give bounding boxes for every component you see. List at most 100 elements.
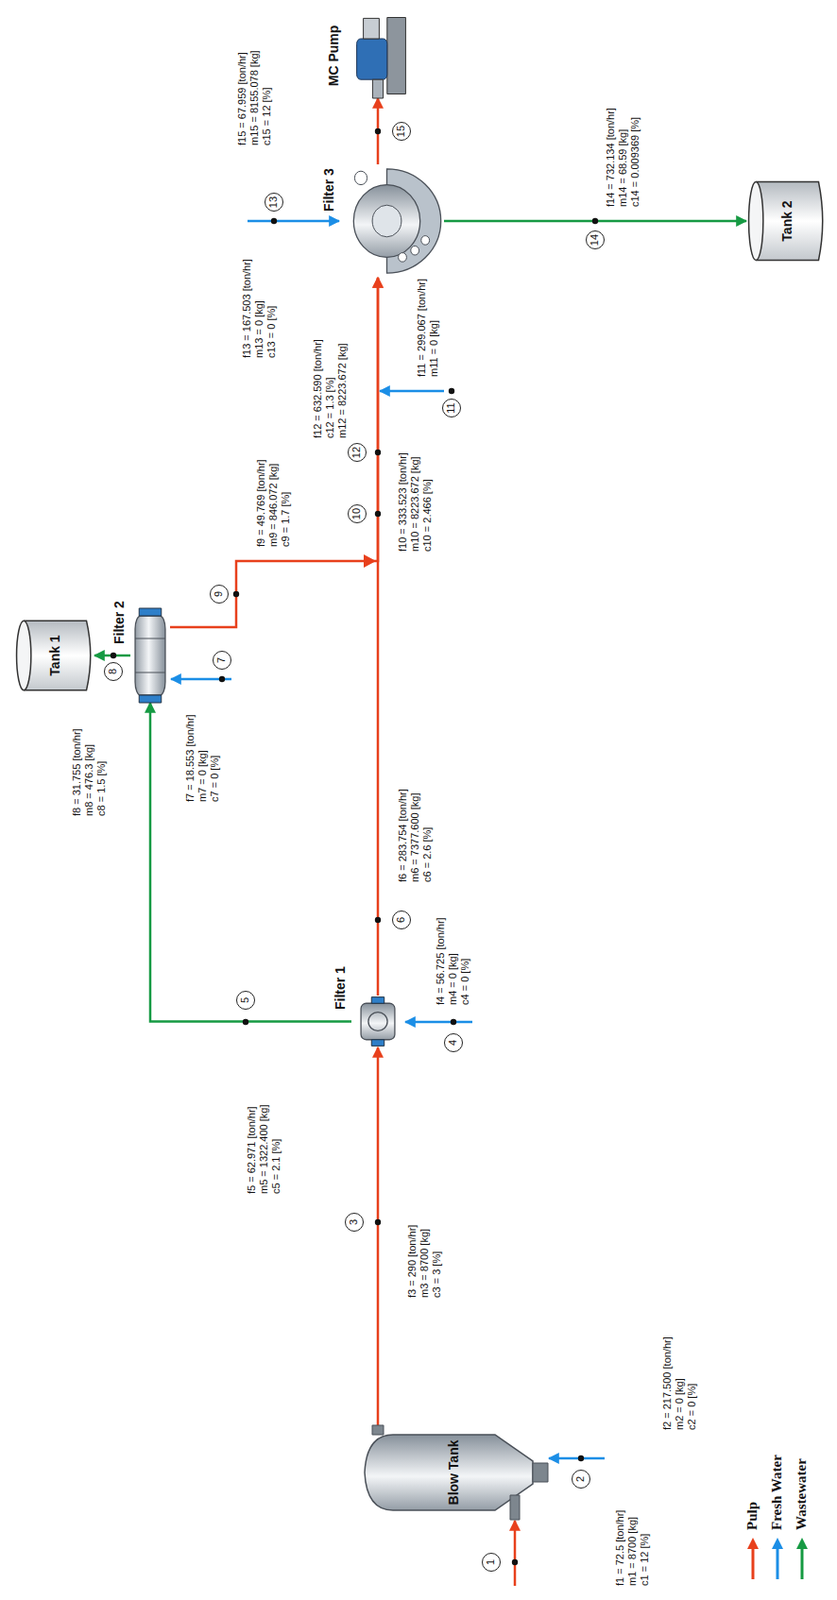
- stream-4-arrow: [405, 1021, 473, 1025]
- stream-dot: [242, 1019, 249, 1025]
- mc-pump-icon: [344, 13, 411, 99]
- filter-2: Filter 2: [130, 608, 171, 703]
- blow-tank: Blow Tank: [358, 1425, 548, 1521]
- stream-value: f8 = 31.755 [ton/hr]: [70, 728, 84, 817]
- stream-value: m1 = 8700 [kg]: [626, 1517, 639, 1587]
- stream-value: m6 = 7377.600 [kg]: [409, 793, 422, 883]
- stream-value: f13 = 167.503 [ton/hr]: [240, 258, 254, 359]
- stream-value: c8 = 1.5 [%]: [95, 761, 108, 817]
- callout-number: 2: [571, 1469, 591, 1489]
- equipment-label: Tank 2: [779, 191, 795, 252]
- stream-1-arrow: [513, 1520, 517, 1587]
- pulp-line: [376, 1047, 380, 1426]
- stream-value: c7 = 0 [%]: [208, 755, 222, 803]
- stream-value: c9 = 1.7 [%]: [279, 492, 292, 547]
- filter-2-icon: [130, 608, 171, 703]
- stream-dot: [110, 652, 117, 659]
- stream-value: m14 = 68.59 [kg]: [616, 129, 630, 207]
- equipment-label: Filter 1: [332, 966, 348, 1010]
- stream-value: f10 = 333.523 [ton/hr]: [396, 452, 410, 552]
- legend-entry: Wastewater: [793, 1458, 810, 1582]
- stream-value: m10 = 8223.672 [kg]: [409, 456, 422, 552]
- stream-value: m13 = 0 [kg]: [253, 300, 266, 359]
- legend-entry: Fresh Water: [768, 1454, 786, 1582]
- equipment-label: Tank 1: [47, 629, 63, 683]
- callout-number: 6: [392, 910, 411, 930]
- stream-value: f4 = 56.725 [ton/hr]: [434, 917, 447, 1006]
- stream-dot: [375, 917, 381, 923]
- legend-arrow: [745, 1537, 761, 1582]
- stream-value: c4 = 0 [%]: [459, 958, 472, 1006]
- stream-dot: [375, 449, 381, 456]
- wastewater-line: [150, 702, 352, 1023]
- stream-value: m7 = 0 [kg]: [196, 750, 209, 803]
- stream-dot: [592, 218, 598, 224]
- stream-13-arrow: [247, 220, 340, 223]
- filter-1-icon: [351, 995, 405, 1048]
- filter-3: Filter 3: [340, 164, 445, 278]
- stream-value: c2 = 0 [%]: [685, 1383, 699, 1431]
- stream-value: m11 = 0 [kg]: [427, 320, 441, 377]
- stream-value: f15 = 67.959 [ton/hr]: [236, 51, 249, 146]
- callout-number: 15: [392, 121, 411, 141]
- stream-dot: [219, 676, 225, 683]
- stream-value: c12 = 1.3 [%]: [324, 376, 337, 439]
- stream-value: c6 = 2.6 [%]: [421, 827, 434, 883]
- stream-value: f14 = 732.134 [ton/hr]: [604, 107, 617, 207]
- stream-dot: [375, 1219, 381, 1226]
- merge-arrowhead: [363, 554, 376, 568]
- callout-number: 13: [264, 192, 284, 212]
- callout-number: 8: [103, 662, 123, 682]
- equipment-label: MC Pump: [325, 25, 342, 87]
- legend-text: Pulp: [744, 1502, 761, 1531]
- filter-3-icon: [340, 164, 445, 278]
- stream-value: c5 = 2.1 [%]: [270, 1139, 283, 1195]
- stream-value: c15 = 12 [%]: [260, 87, 274, 146]
- stream-value: f12 = 632.590 [ton/hr]: [311, 339, 325, 439]
- stream-dot: [271, 218, 277, 224]
- stream-dot: [578, 1455, 584, 1462]
- stream-value: f1 = 72.5 [ton/hr]: [614, 1510, 627, 1587]
- stream-value: m12 = 8223.672 [kg]: [336, 342, 349, 439]
- stream-value: c14 = 0.009369 [%]: [629, 117, 642, 207]
- fresh-water-and-feed-arrows: [170, 221, 605, 1587]
- mc-pump: MC Pump: [344, 13, 411, 99]
- stream-dot: [233, 591, 240, 598]
- stream-value: c10 = 2.466 [%]: [421, 478, 434, 552]
- stream-dot: [450, 1019, 457, 1025]
- stream-value: f3 = 290 [ton/hr]: [406, 1225, 419, 1299]
- stream-11-arrow: [379, 390, 445, 393]
- stream-value: m9 = 846.072 [kg]: [267, 463, 280, 547]
- stream-value: c3 = 3 [%]: [430, 1251, 444, 1299]
- equipment-label: Filter 3: [321, 168, 337, 212]
- filter-1: Filter 1: [351, 995, 405, 1048]
- pulp-line: [170, 277, 378, 628]
- callout-number: 10: [347, 504, 367, 524]
- callout-number: 12: [347, 443, 367, 462]
- stream-value: f6 = 283.754 [ton/hr]: [396, 788, 410, 883]
- stream-dots: [110, 128, 598, 1566]
- stream-dot: [512, 1559, 518, 1566]
- legend-arrow: [794, 1537, 810, 1582]
- legend-entry: Pulp: [744, 1502, 761, 1582]
- stream-value: c13 = 0 [%]: [265, 306, 278, 359]
- callout-number: 9: [209, 584, 229, 604]
- stream-value: f7 = 18.553 [ton/hr]: [184, 714, 197, 803]
- stream-value: f2 = 217.500 [ton/hr]: [661, 1336, 674, 1431]
- tank-2: Tank 2: [746, 178, 827, 264]
- stream-value: f9 = 49.769 [ton/hr]: [255, 459, 268, 547]
- stream-dot: [448, 388, 455, 394]
- stream-value: f11 = 299.067 [ton/hr]: [415, 278, 428, 377]
- callout-number: 3: [344, 1212, 364, 1232]
- stream-value: m4 = 0 [kg]: [446, 953, 460, 1006]
- legend-text: Wastewater: [793, 1458, 810, 1531]
- callout-number: 4: [444, 1033, 463, 1053]
- stream-value: f5 = 62.971 [ton/hr]: [245, 1106, 258, 1195]
- stream-value: c1 = 12 [%]: [638, 1534, 651, 1587]
- stream-value: m3 = 8700 [kg]: [418, 1229, 431, 1299]
- stream-value: m2 = 0 [kg]: [673, 1378, 686, 1431]
- stream-2-arrow: [548, 1457, 605, 1461]
- stream-dot: [375, 511, 381, 517]
- legend-arrow: [769, 1537, 786, 1582]
- callout-number: 11: [442, 398, 462, 418]
